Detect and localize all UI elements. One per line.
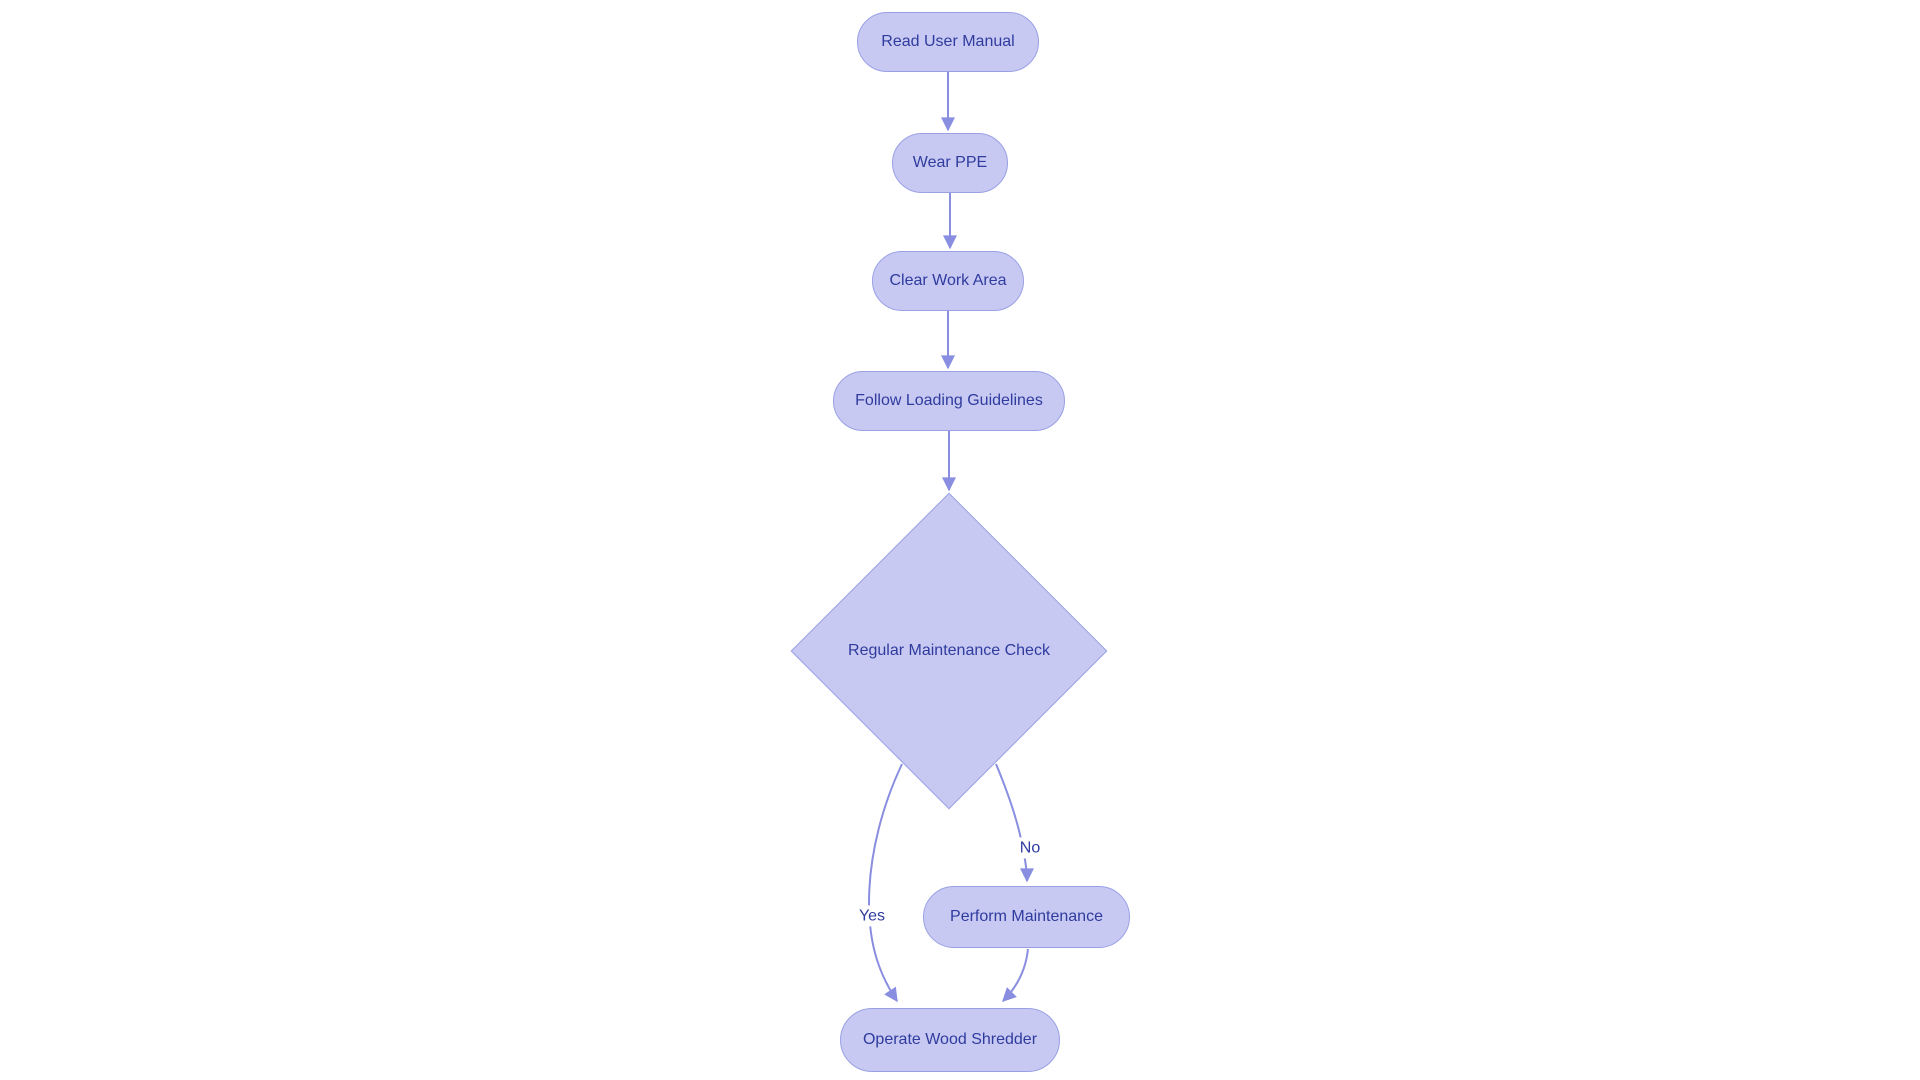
node-regular-maintenance-check-label: Regular Maintenance Check xyxy=(848,642,1050,659)
edge-label-yes: Yes xyxy=(853,905,891,927)
edge-no-regular-maintenance-check-to-perform-maintenance xyxy=(995,763,1034,883)
node-operate-wood-shredder: Operate Wood Shredder xyxy=(840,1008,1060,1072)
edge-label-no: No xyxy=(1014,837,1046,859)
node-read-user-manual: Read User Manual xyxy=(857,12,1039,72)
edge-yes-regular-maintenance-check-to-operate-wood-shredder xyxy=(867,763,903,1003)
edge-perform-maintenance-to-operate-wood-shredder xyxy=(1002,948,1029,1002)
node-clear-work-area: Clear Work Area xyxy=(872,251,1024,311)
node-follow-loading-guidelines: Follow Loading Guidelines xyxy=(833,371,1065,431)
node-perform-maintenance: Perform Maintenance xyxy=(923,886,1130,948)
node-wear-ppe: Wear PPE xyxy=(892,133,1008,193)
